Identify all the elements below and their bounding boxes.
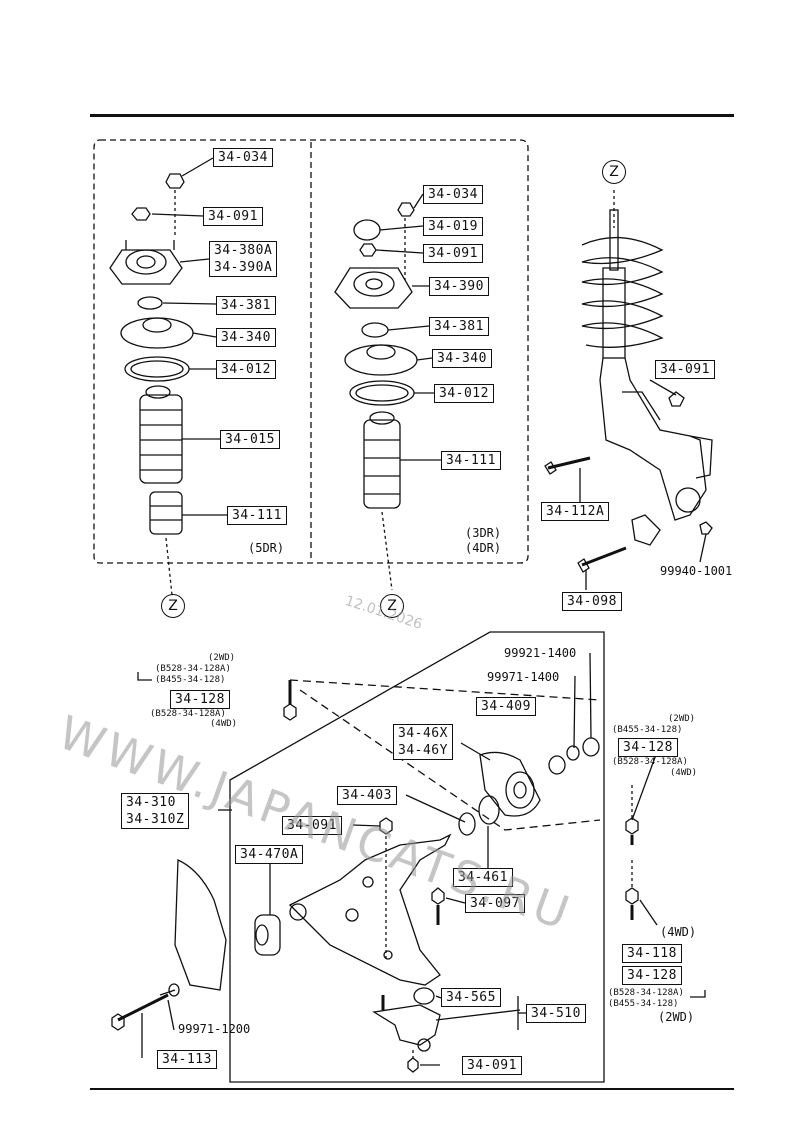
part-label-34-034-3dr[interactable]: 34-034 (423, 185, 483, 204)
strut-5dr-parts (109, 173, 194, 596)
part-label-34-012-3dr[interactable]: 34-012 (434, 384, 494, 403)
part-label-34-097[interactable]: 34-097 (465, 894, 525, 913)
top-rule (90, 114, 734, 117)
reference-marker-z-top: Z (602, 160, 626, 184)
note-arrow-left (137, 672, 152, 681)
part-label-34-019[interactable]: 34-019 (423, 217, 483, 236)
part-label-34-128-right[interactable]: 34-128 (618, 738, 678, 757)
variant-note-3dr: (3DR) (465, 526, 502, 540)
strut-assembly-right (544, 190, 713, 590)
lower-arm-assembly (111, 652, 658, 1073)
note-b455-lower: (B455-34-128) (608, 999, 679, 1009)
note-b528-left-top: (B528-34-128A) (155, 664, 231, 674)
note-2wd-left: (2WD) (208, 653, 236, 663)
lower-arm-group-box (229, 631, 605, 1083)
strut-3dr-4dr-parts (334, 202, 418, 591)
part-number-99971-1400[interactable]: 99971-1400 (487, 670, 560, 684)
part-label-34-034-5dr[interactable]: 34-034 (213, 148, 273, 167)
reference-marker-z-center: Z (380, 594, 404, 618)
part-label-34-461[interactable]: 34-461 (453, 868, 513, 887)
part-label-34-112a[interactable]: 34-112A (541, 502, 610, 521)
bottom-rule (90, 1088, 734, 1090)
strut-group-box (93, 139, 529, 564)
part-label-34-128-lower[interactable]: 34-128 (622, 966, 682, 985)
part-label-34-565[interactable]: 34-565 (441, 988, 501, 1007)
part-label-34-098[interactable]: 34-098 (562, 592, 622, 611)
part-label-34-091-3dr[interactable]: 34-091 (423, 244, 483, 263)
part-label-34-091-lower[interactable]: 34-091 (462, 1056, 522, 1075)
note-4wd-right: (4WD) (670, 768, 698, 778)
part-label-34-381-5dr[interactable]: 34-381 (216, 296, 276, 315)
part-label-34-015[interactable]: 34-015 (220, 430, 280, 449)
note-arrow-right (690, 990, 706, 998)
note-b528-right: (B528-34-128A) (612, 757, 688, 767)
part-number-99921-1400[interactable]: 99921-1400 (504, 646, 577, 660)
note-b528-lower: (B528-34-128A) (608, 988, 684, 998)
part-label-34-091-5dr[interactable]: 34-091 (203, 207, 263, 226)
reference-marker-z-left: Z (161, 594, 185, 618)
part-number-99940-1001[interactable]: 99940-1001 (660, 564, 733, 578)
note-b528-left-bottom: (B528-34-128A) (150, 709, 226, 719)
note-2wd-lower: (2WD) (658, 1010, 695, 1024)
part-label-34-128-left[interactable]: 34-128 (170, 690, 230, 709)
strut-leader-lines (151, 157, 441, 516)
note-2wd-right: (2WD) (668, 714, 696, 724)
part-label-34-111-3dr[interactable]: 34-111 (441, 451, 501, 470)
part-label-34-113[interactable]: 34-113 (157, 1050, 217, 1069)
note-b455-left: (B455-34-128) (155, 675, 226, 685)
part-label-34-46x[interactable]: 34-46X 34-46Y (393, 724, 453, 760)
part-label-34-012-5dr[interactable]: 34-012 (216, 360, 276, 379)
part-label-34-091-arm[interactable]: 34-091 (282, 816, 342, 835)
variant-note-4dr: (4DR) (465, 541, 502, 555)
part-label-34-340-3dr[interactable]: 34-340 (432, 349, 492, 368)
part-label-34-340-5dr[interactable]: 34-340 (216, 328, 276, 347)
note-b455-right: (B455-34-128) (612, 725, 683, 735)
part-label-34-470a[interactable]: 34-470A (235, 845, 304, 864)
part-number-99971-1200[interactable]: 99971-1200 (178, 1022, 251, 1036)
part-label-34-510[interactable]: 34-510 (526, 1004, 586, 1023)
variant-note-5dr: (5DR) (248, 541, 285, 555)
part-label-34-091-strut[interactable]: 34-091 (655, 360, 715, 379)
part-label-34-409[interactable]: 34-409 (476, 697, 536, 716)
part-label-34-381-3dr[interactable]: 34-381 (429, 317, 489, 336)
part-label-34-380a[interactable]: 34-380A 34-390A (209, 241, 278, 277)
part-label-34-111-5dr[interactable]: 34-111 (227, 506, 287, 525)
note-4wd-lower: (4WD) (660, 925, 697, 939)
part-label-34-310[interactable]: 34-310 34-310Z (121, 793, 190, 829)
part-label-34-403[interactable]: 34-403 (337, 786, 397, 805)
part-label-34-118[interactable]: 34-118 (622, 944, 682, 963)
note-4wd-left: (4WD) (210, 719, 238, 729)
part-label-34-390[interactable]: 34-390 (429, 277, 489, 296)
